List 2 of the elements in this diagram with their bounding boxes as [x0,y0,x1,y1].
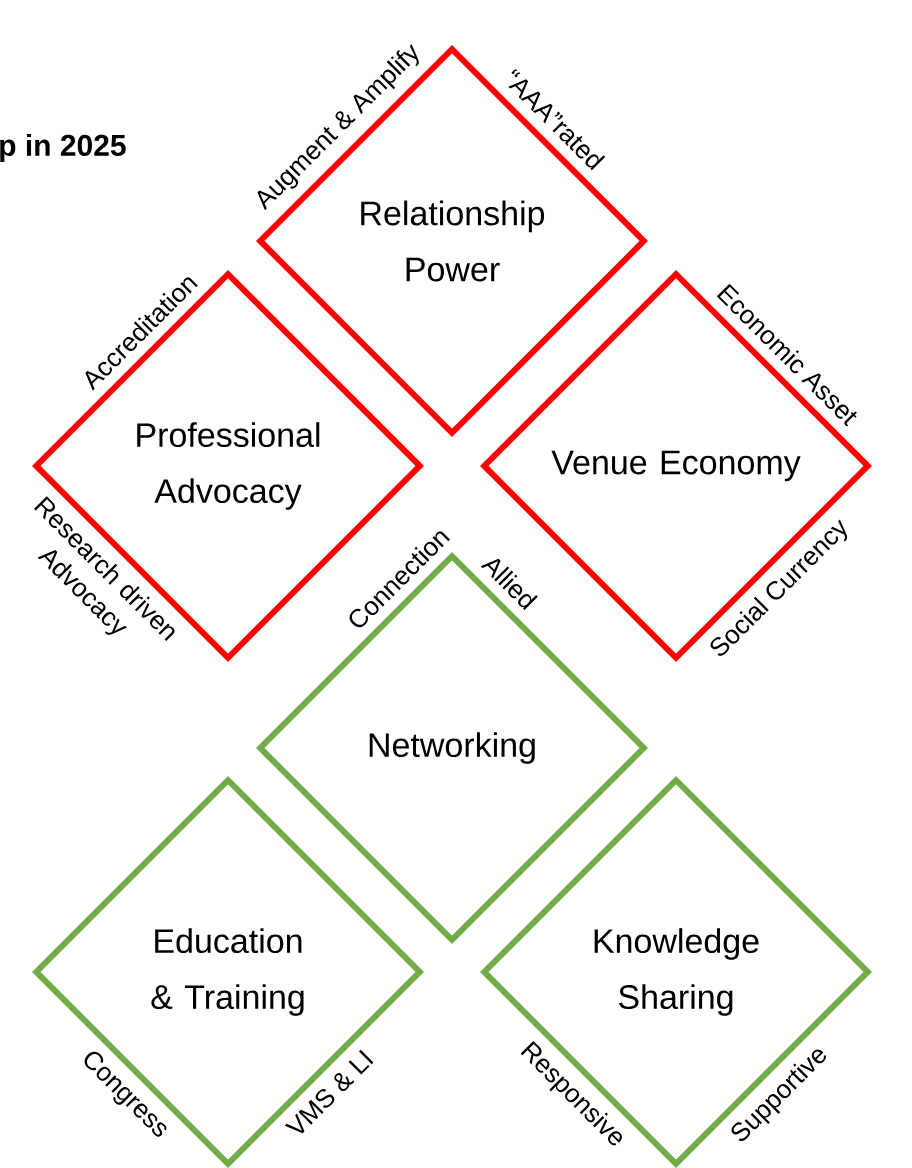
side-label: VMS & LI [284,1049,374,1134]
title: p in 2025 [0,134,126,162]
